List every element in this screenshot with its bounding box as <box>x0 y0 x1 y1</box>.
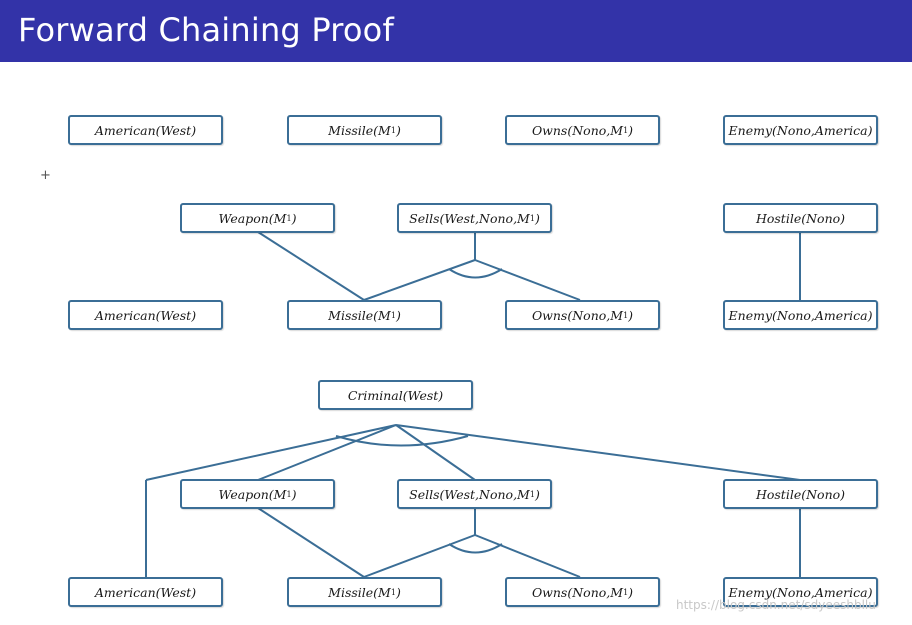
node-subscript: 1 <box>623 125 629 135</box>
and-arc-criminal <box>335 435 469 447</box>
node-label-end: ) <box>534 210 540 226</box>
node-label-end: ) <box>395 122 401 138</box>
node-label-var: M <box>378 307 391 323</box>
watermark: https://blog.csdn.net/sdyeeshbllu <box>676 598 876 612</box>
node-label-var: M <box>610 307 624 323</box>
node-label: Missile( <box>328 584 379 600</box>
edge-criminal-hostile <box>395 424 801 481</box>
node-american-2: American(West) <box>68 300 223 330</box>
edge-criminal-weapon <box>257 424 397 481</box>
node-subscript: 1 <box>286 489 292 499</box>
edge-sells-missile <box>363 259 476 301</box>
node-label-end: ) <box>395 307 401 323</box>
edge-sells-owns-3 <box>474 534 581 578</box>
node-label: Enemy(Nono,America) <box>728 584 873 600</box>
node-label-var: M <box>378 122 391 138</box>
node-subscript: 1 <box>390 125 396 135</box>
node-label-var: M <box>610 584 624 600</box>
edge-weapon-missile-3 <box>257 507 365 578</box>
node-label-end: ) <box>395 584 401 600</box>
plus-mark: + <box>40 168 51 183</box>
and-arc-sells <box>448 268 503 279</box>
node-label: Hostile(Nono) <box>755 210 846 226</box>
edge-criminal-sells <box>395 424 476 481</box>
node-hostile-2: Hostile(Nono) <box>723 203 878 233</box>
node-label-end: ) <box>628 122 634 138</box>
edge-sells-owns <box>474 259 581 301</box>
node-criminal-3: Criminal(West) <box>318 380 473 410</box>
title-bar: Forward Chaining Proof <box>0 0 912 62</box>
node-label-end: ) <box>628 584 634 600</box>
node-label: Missile( <box>328 307 379 323</box>
node-subscript: 1 <box>529 213 535 223</box>
node-label-var: M <box>273 486 287 502</box>
node-hostile-3: Hostile(Nono) <box>723 479 878 509</box>
node-label: Hostile(Nono) <box>755 486 846 502</box>
node-label-end: ) <box>534 486 540 502</box>
node-label: Owns(Nono, <box>531 307 611 323</box>
node-enemy-2: Enemy(Nono,America) <box>723 300 878 330</box>
node-label-end: ) <box>291 210 297 226</box>
node-label: American(West) <box>94 307 197 323</box>
node-american-3: American(West) <box>68 577 223 607</box>
node-subscript: 1 <box>529 489 535 499</box>
node-label-var: M <box>517 210 530 226</box>
node-label-var: M <box>517 486 530 502</box>
node-label: Missile( <box>328 122 379 138</box>
node-label-var: M <box>378 584 391 600</box>
node-label: Owns(Nono, <box>531 584 611 600</box>
edge-criminal-american <box>145 424 397 481</box>
slide-title: Forward Chaining Proof <box>18 11 394 49</box>
node-subscript: 1 <box>623 587 629 597</box>
node-label: American(West) <box>94 584 197 600</box>
node-label: Sells(West,Nono, <box>409 210 518 226</box>
and-arc-sells-3 <box>448 543 503 554</box>
edge-weapon-missile <box>257 231 365 301</box>
node-label: Sells(West,Nono, <box>409 486 518 502</box>
node-label-end: ) <box>628 307 634 323</box>
node-label: American(West) <box>94 122 197 138</box>
node-enemy-3: Enemy(Nono,America) <box>723 577 878 607</box>
node-label: Criminal(West) <box>347 387 444 403</box>
node-subscript: 1 <box>390 310 396 320</box>
node-label-end: ) <box>291 486 297 502</box>
node-label-var: M <box>273 210 287 226</box>
edge-sells-missile-3 <box>363 534 476 578</box>
node-subscript: 1 <box>286 213 292 223</box>
node-label: Owns(Nono, <box>531 122 611 138</box>
node-label: Weapon( <box>218 486 274 502</box>
node-enemy-1: Enemy(Nono,America) <box>723 115 878 145</box>
node-american-1: American(West) <box>68 115 223 145</box>
node-label-var: M <box>610 122 624 138</box>
node-label: Weapon( <box>218 210 274 226</box>
node-subscript: 1 <box>390 587 396 597</box>
node-subscript: 1 <box>623 310 629 320</box>
node-label: Enemy(Nono,America) <box>728 307 873 323</box>
node-label: Enemy(Nono,America) <box>728 122 873 138</box>
